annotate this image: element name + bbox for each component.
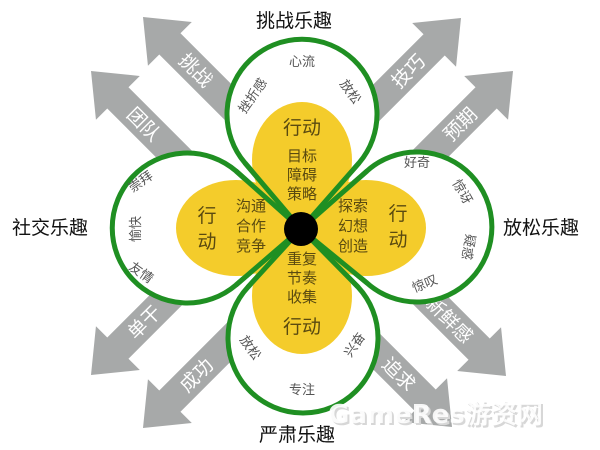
loop-item: 好奇 bbox=[404, 155, 430, 171]
petal-line: 探索 bbox=[338, 197, 368, 215]
loop-item: 疑惑 bbox=[458, 233, 478, 261]
petal-line: 竞争 bbox=[236, 237, 266, 255]
petal-line: 沟通 bbox=[236, 197, 266, 215]
petal-top bbox=[252, 102, 352, 218]
petal-line: 重复 bbox=[287, 250, 317, 268]
watermark-shadow: GameRes游资网 bbox=[330, 402, 545, 432]
petal-line: 目标 bbox=[287, 147, 317, 165]
title-social-fun: 社交乐趣 bbox=[12, 217, 89, 239]
center-hub bbox=[284, 212, 318, 246]
title-relax-fun: 放松乐趣 bbox=[503, 217, 580, 239]
petal-line: 合作 bbox=[236, 217, 266, 235]
petal-bottom bbox=[252, 238, 352, 354]
petal-right bbox=[306, 180, 426, 276]
loop-item: 心流 bbox=[289, 55, 315, 70]
title-challenge-fun: 挑战乐趣 bbox=[256, 10, 333, 32]
loop-item: 愉快 bbox=[128, 216, 144, 242]
petal-left bbox=[176, 180, 296, 276]
petal-line: 收集 bbox=[287, 288, 317, 306]
petal-line: 障碍 bbox=[287, 166, 317, 184]
petal-line: 幻想 bbox=[338, 217, 368, 235]
petal-line: 策略 bbox=[287, 185, 317, 203]
petal-title: 行动 bbox=[283, 316, 321, 338]
title-serious-fun: 严肃乐趣 bbox=[259, 424, 336, 446]
loop-item: 专注 bbox=[289, 383, 315, 398]
petal-title: 行动 bbox=[283, 117, 321, 139]
petal-line: 创造 bbox=[338, 237, 368, 255]
petal-line: 节奏 bbox=[287, 269, 317, 287]
petal-title-line1: 行 bbox=[197, 205, 216, 227]
watermark: GameRes游资网 bbox=[328, 400, 543, 430]
petal-title-line2: 动 bbox=[388, 229, 407, 251]
petal-title-line2: 动 bbox=[197, 231, 216, 253]
petal-title-line1: 行 bbox=[388, 203, 407, 225]
